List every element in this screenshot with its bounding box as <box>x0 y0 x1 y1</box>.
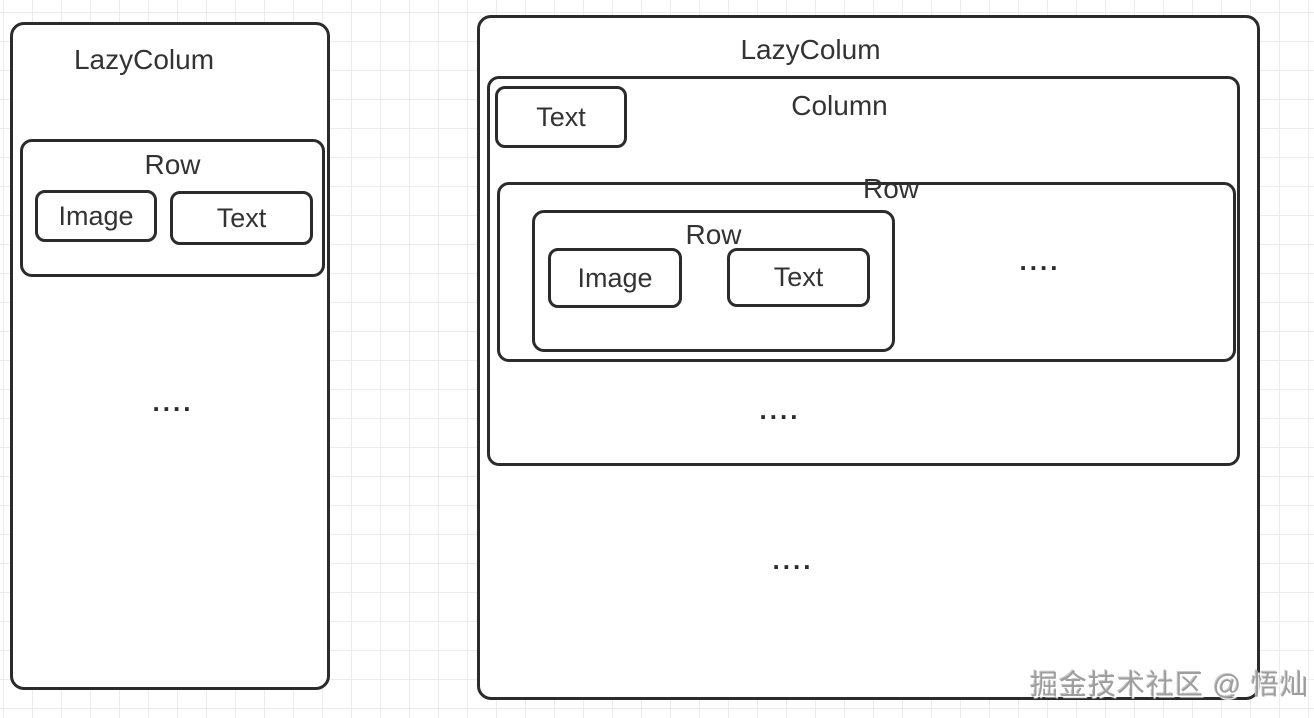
left-lazycolumn-box: LazyColum Row Image Text .... <box>10 22 330 690</box>
left-image-label: Image <box>58 200 134 231</box>
right-lazycolumn-more-items-dots: .... <box>772 545 814 575</box>
left-lazycolumn-title: LazyColum <box>73 44 215 75</box>
left-row-box: Row Image Text <box>20 139 325 277</box>
left-text-box: Text <box>170 191 313 245</box>
right-column-text-box: Text <box>495 86 627 148</box>
left-image-box: Image <box>35 190 157 242</box>
right-image-box: Image <box>548 248 682 308</box>
right-column-text-label: Text <box>536 101 586 132</box>
right-inner-text-label: Text <box>773 262 824 292</box>
right-outer-row-title: Row <box>862 173 920 204</box>
right-image-label: Image <box>577 262 653 293</box>
right-outer-row-more-items-dots: .... <box>1019 246 1061 276</box>
right-lazycolumn-title: LazyColum <box>740 34 881 65</box>
left-text-label: Text <box>216 202 267 233</box>
right-column-title: Column <box>791 90 888 121</box>
left-more-items-dots: .... <box>152 387 194 417</box>
right-lazycolumn-box: LazyColum Column Text Row Row Image Text <box>477 15 1260 700</box>
community-watermark: 掘金技术社区 @ 悟灿 <box>1030 669 1309 700</box>
right-inner-text-box: Text <box>727 248 870 307</box>
left-row-title: Row <box>144 149 201 180</box>
right-inner-row-title: Row <box>685 219 742 250</box>
right-inner-row-box: Row Image Text <box>532 210 895 352</box>
right-column-box: Column Text Row Row Image Text .... ... <box>487 76 1240 466</box>
right-outer-row-box: Row Row Image Text .... <box>497 175 1236 362</box>
right-column-more-items-dots: .... <box>759 395 801 425</box>
